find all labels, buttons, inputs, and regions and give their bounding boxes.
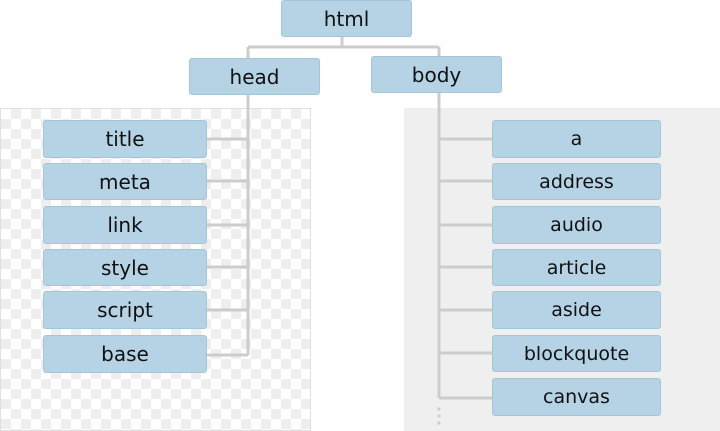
node-body-child-audio: audio [492,206,661,244]
node-head-child-title: title [43,120,207,158]
node-body: body [371,56,502,93]
node-head-child-script: script [43,291,207,329]
node-body-child-address: address [492,163,661,200]
node-head-child-link: link [43,206,207,244]
node-body-child-aside: aside [492,291,661,329]
node-body-child-a: a [492,120,661,158]
node-body-child-blockquote: blockquote [492,335,661,372]
node-body-child-canvas: canvas [492,378,661,416]
node-head: head [189,58,320,95]
node-head-child-style: style [43,249,207,286]
node-html: html [281,0,412,37]
continuation-dots [437,407,441,425]
node-head-child-meta: meta [43,163,207,200]
node-head-child-base: base [43,335,207,373]
node-body-child-article: article [492,249,661,286]
